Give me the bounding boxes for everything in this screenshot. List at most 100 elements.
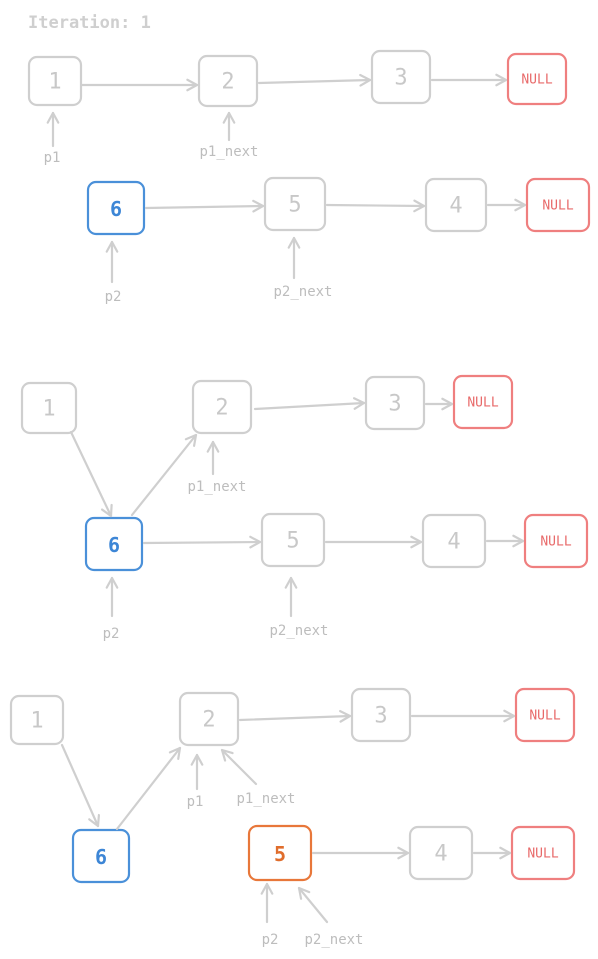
node-value: NULL xyxy=(540,535,571,550)
arrow-head xyxy=(168,746,182,760)
pointer-label: p1_next xyxy=(199,144,258,160)
arrow-head xyxy=(186,78,199,92)
arrow xyxy=(69,430,113,518)
arrow-head xyxy=(287,236,301,249)
arrow xyxy=(410,709,516,723)
arrow-head xyxy=(499,846,512,860)
null-node: NULL xyxy=(510,825,576,881)
list-node: 5 xyxy=(263,176,327,232)
pointer-label: p1 xyxy=(44,150,61,166)
node-value: 5 xyxy=(286,529,299,554)
arrow-head xyxy=(88,813,100,828)
node-value: 3 xyxy=(394,66,407,91)
list-node: 2 xyxy=(191,379,253,435)
node-box xyxy=(84,516,144,572)
arrow-head xyxy=(105,240,119,253)
arrow xyxy=(222,111,236,142)
list-node: 2 xyxy=(197,54,259,108)
node-value: 5 xyxy=(274,842,286,866)
arrow-head xyxy=(512,534,525,548)
list-node: 1 xyxy=(27,55,83,107)
list-node: 5 xyxy=(260,512,326,568)
list-node: 6 xyxy=(86,180,146,236)
arrow-head xyxy=(206,440,220,453)
node-value: 3 xyxy=(388,392,401,417)
arrow xyxy=(311,846,410,860)
arrow-head xyxy=(184,433,198,447)
arrow-head xyxy=(222,111,236,124)
arrow-shaft xyxy=(142,540,262,545)
arrow-shaft xyxy=(60,743,100,828)
node-box xyxy=(27,55,83,107)
node-box xyxy=(370,49,432,105)
arrow-head xyxy=(249,535,262,549)
pointer-label: p1_next xyxy=(187,479,246,495)
arrow xyxy=(284,576,298,618)
arrow-head xyxy=(100,503,113,518)
node-box xyxy=(510,825,576,881)
node-value: 2 xyxy=(202,708,215,733)
arrow xyxy=(190,753,204,791)
node-value: 6 xyxy=(110,197,122,221)
pointer-label: p1 xyxy=(187,794,204,810)
arrow xyxy=(287,236,301,280)
list-node: 6 xyxy=(84,516,144,572)
arrow-head xyxy=(220,748,234,762)
list-node: 3 xyxy=(364,375,426,431)
arrow xyxy=(60,743,100,828)
arrow xyxy=(325,199,426,213)
node-box xyxy=(86,180,146,236)
arrow xyxy=(130,433,198,517)
node-value: 3 xyxy=(374,704,387,729)
node-box xyxy=(191,379,253,435)
arrow-shaft xyxy=(144,204,265,210)
arrow-head xyxy=(105,576,119,589)
arrow-head xyxy=(252,199,265,213)
list-node: 1 xyxy=(9,694,65,746)
node-box xyxy=(247,824,313,882)
node-value: 6 xyxy=(95,845,107,869)
arrow-shaft xyxy=(257,78,372,85)
arrow-head xyxy=(190,753,204,766)
arrow xyxy=(115,746,182,831)
arrow xyxy=(144,199,265,213)
list-node: 3 xyxy=(370,49,432,105)
arrow-head xyxy=(359,73,372,87)
arrow xyxy=(260,882,274,924)
arrow xyxy=(297,886,329,924)
arrow xyxy=(324,535,423,549)
null-node: NULL xyxy=(525,177,591,233)
node-box xyxy=(424,177,488,233)
null-node: NULL xyxy=(523,513,589,569)
arrow-shaft xyxy=(115,746,182,831)
arrow xyxy=(253,397,366,411)
arrow-shaft xyxy=(325,203,426,208)
node-value: NULL xyxy=(521,73,552,88)
arrow-shaft xyxy=(220,748,258,786)
edges-layer xyxy=(46,73,527,924)
null-node: NULL xyxy=(452,374,514,430)
arrow xyxy=(105,240,119,284)
arrow xyxy=(424,397,454,411)
list-node: 6 xyxy=(71,828,131,884)
pointer-label: p2_next xyxy=(273,284,332,300)
node-box xyxy=(9,694,65,746)
list-node: 5 xyxy=(247,824,313,882)
node-value: 2 xyxy=(215,396,228,421)
arrow xyxy=(206,440,220,476)
node-value: 2 xyxy=(221,70,234,95)
arrow-shaft xyxy=(238,714,352,722)
arrow xyxy=(220,748,258,786)
node-box xyxy=(71,828,131,884)
node-value: 5 xyxy=(288,193,301,218)
arrow-head xyxy=(352,397,366,410)
node-value: 6 xyxy=(108,533,120,557)
node-value: 1 xyxy=(48,70,61,95)
arrow-head xyxy=(441,397,454,411)
arrow xyxy=(486,198,527,212)
arrow xyxy=(142,535,262,549)
null-node: NULL xyxy=(506,52,568,106)
node-box xyxy=(263,176,327,232)
